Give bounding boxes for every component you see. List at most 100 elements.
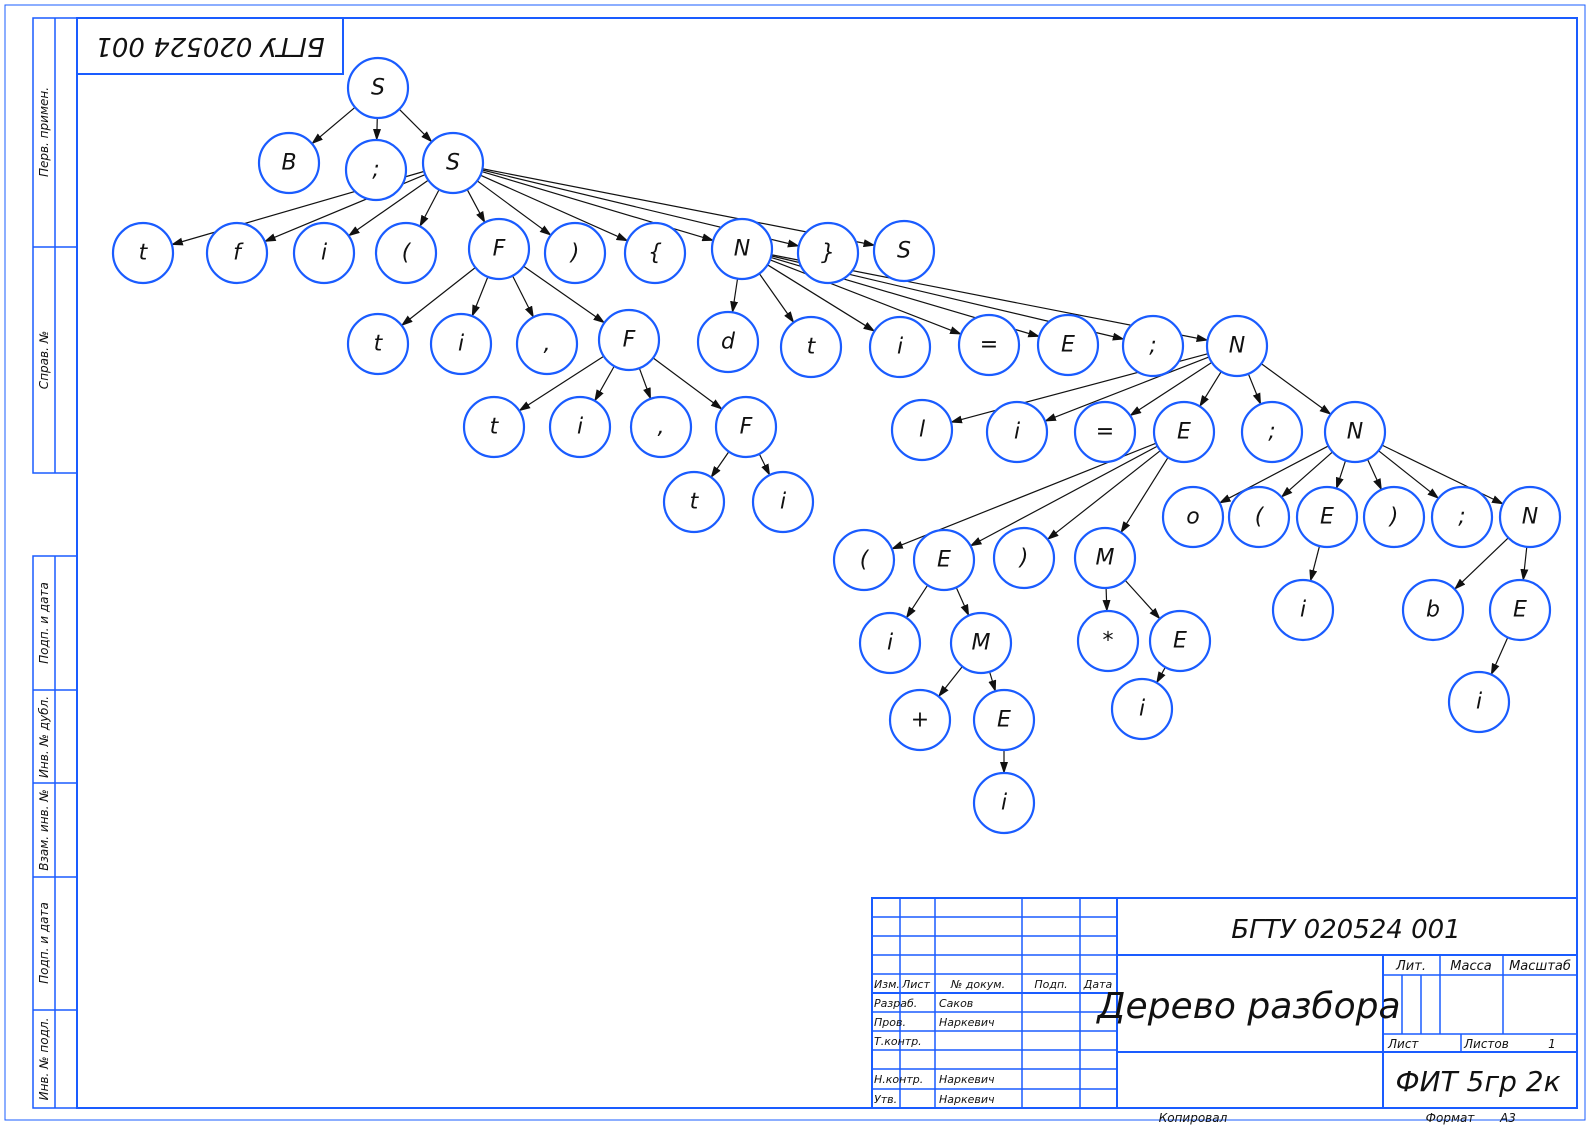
tree-node-circle: [1362, 485, 1426, 549]
tree-node-circle: [111, 221, 175, 285]
tree-node-N3: N: [1323, 400, 1387, 464]
tree-node-t5: t: [779, 315, 843, 379]
role-razrab: Разраб.: [874, 997, 917, 1010]
tree-node-E7: E: [972, 688, 1036, 752]
tree-node-label: i: [1014, 420, 1020, 445]
tree-node-i4: i: [751, 470, 815, 534]
tree-edge-M2-E7: [988, 671, 997, 693]
tree-node-circle: [421, 131, 485, 195]
tree-node-label: =: [980, 333, 998, 358]
tree-edge-F3-t4: [710, 451, 730, 479]
tree-node-i9: i: [972, 771, 1036, 835]
tree-node-semi2: ;: [1121, 314, 1185, 378]
tree-node-f1: f: [205, 221, 269, 285]
tree-edge-N3-o1: [1218, 445, 1329, 504]
tree-node-i11: i: [1447, 670, 1511, 734]
tree-node-i7: i: [858, 611, 922, 675]
role-prov: Пров.: [874, 1016, 906, 1029]
tree-edge-N3-semi4: [1378, 450, 1440, 499]
side-label-perv-primen: Перв. примен.: [37, 87, 51, 177]
tree-node-label: }: [821, 241, 835, 266]
tree-node-circle: [1488, 578, 1552, 642]
tree-edges: [170, 106, 1529, 774]
tree-node-circle: [957, 313, 1021, 377]
tree-edge-s1-F1: [466, 189, 486, 224]
side-label-podp-data-1: Подп. и дата: [37, 582, 51, 664]
col-data: Дата: [1083, 978, 1113, 991]
tree-node-circle: [515, 312, 579, 376]
tree-node-label: ,: [544, 332, 551, 357]
col-podp: Подп.: [1034, 978, 1067, 991]
tree-edge-M2-plus1: [938, 666, 963, 698]
tree-node-circle: [868, 315, 932, 379]
tree-node-i2: i: [429, 312, 493, 376]
tree-node-s1: S: [421, 131, 485, 195]
tree-node-semi3: ;: [1240, 400, 1304, 464]
tree-node-label: N: [734, 237, 750, 262]
tree-node-E6: E: [1488, 578, 1552, 642]
tree-node-label: (: [860, 548, 870, 573]
tree-node-eq2: =: [1073, 400, 1137, 464]
tree-node-label: i: [887, 631, 893, 656]
tree-node-rp1: ): [543, 221, 607, 285]
tree-node-circle: [374, 221, 438, 285]
tree-node-c1: ,: [515, 312, 579, 376]
tree-node-label: i: [780, 490, 786, 515]
side-label-sprav-no: Справ. №: [37, 331, 51, 389]
tree-edge-N3-E4: [1335, 460, 1347, 490]
tree-edge-s1-lb1: [480, 174, 629, 242]
tree-node-circle: [346, 56, 410, 120]
tree-edge-s0-b1: [311, 106, 356, 145]
tree-node-circle: [872, 219, 936, 283]
tree-node-circle: [344, 138, 408, 202]
tree-node-circle: [714, 395, 778, 459]
tree-node-circle: [912, 528, 976, 592]
tree-node-circle: [662, 470, 726, 534]
tree-node-label: ;: [1268, 420, 1275, 445]
col-izm: Изм.: [874, 978, 900, 991]
tree-node-circle: [1073, 526, 1137, 590]
tree-node-label: ): [1018, 546, 1029, 571]
tree-node-t1: t: [111, 221, 175, 285]
tree-edge-s1-lp1: [419, 189, 440, 228]
tree-node-label: =: [1096, 420, 1114, 445]
tree-edge-F3-i4: [758, 453, 771, 476]
tree-edge-N2-i6: [1044, 356, 1210, 422]
col-list: Лист: [901, 978, 930, 991]
tree-node-plus1: +: [888, 688, 952, 752]
tree-node-circle: [751, 470, 815, 534]
tree-node-label: ): [1388, 505, 1399, 530]
tree-node-circle: [972, 688, 1036, 752]
tree-node-circle: [346, 312, 410, 376]
tree-edge-N3-lp3: [1280, 451, 1333, 498]
tree-node-t2: t: [346, 312, 410, 376]
tree-node-M1: M: [1073, 526, 1137, 590]
tree-node-circle: [888, 688, 952, 752]
tree-node-label: S: [897, 239, 911, 264]
tree-node-label: t: [807, 335, 817, 360]
tree-node-semi1: ;: [344, 138, 408, 202]
tree-node-circle: [1401, 578, 1465, 642]
tree-node-circle: [467, 217, 531, 281]
tree-edge-E2-rp2: [1046, 450, 1161, 541]
sheets-value: 1: [1548, 1037, 1556, 1051]
tree-node-label: f: [233, 241, 244, 266]
top-stamp-code: БГТУ 020524 001: [95, 31, 324, 61]
tree-edge-F2-t3: [518, 355, 605, 412]
tree-node-E1: E: [1036, 313, 1100, 377]
tree-edge-N1-d1: [730, 278, 739, 314]
tree-node-circle: [462, 395, 526, 459]
tree-edge-E4-i10: [1309, 545, 1321, 582]
role-utv: Утв.: [874, 1093, 897, 1106]
tree-edge-F2-i3: [594, 365, 615, 402]
tree-node-lb1: {: [623, 221, 687, 285]
name-nkontr: Наркевич: [939, 1073, 995, 1086]
tree-node-M2: M: [949, 611, 1013, 675]
name-utv: Наркевич: [939, 1093, 995, 1106]
tree-node-F2: F: [597, 308, 661, 372]
tree-node-circle: [832, 528, 896, 592]
tree-node-label: F: [740, 415, 753, 440]
tree-edge-N2-E2: [1199, 371, 1222, 408]
tree-node-label: t: [374, 332, 384, 357]
